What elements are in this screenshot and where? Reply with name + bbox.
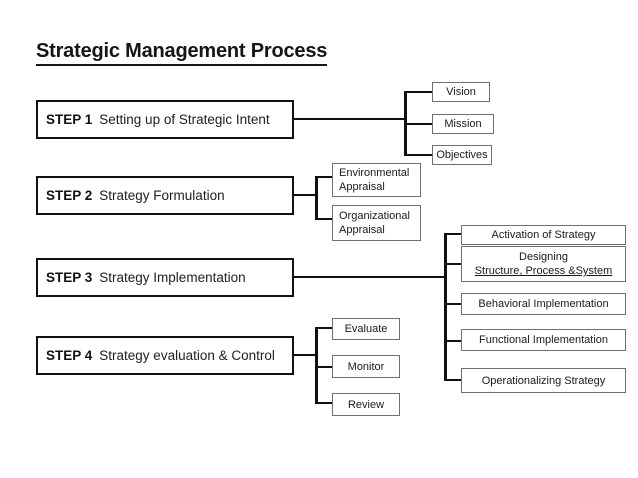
- connector-step4-spine: [315, 327, 318, 404]
- step-number-3: STEP 3: [46, 270, 93, 285]
- leaf-box-review[interactable]: Review: [332, 393, 400, 416]
- leaf-box-evaluate[interactable]: Evaluate: [332, 318, 400, 340]
- step-box-3[interactable]: STEP 3 Strategy Implementation: [36, 258, 294, 297]
- connector-step3-to-functional: [444, 340, 463, 343]
- step-label-1: Setting up of Strategic Intent: [99, 112, 270, 127]
- leaf-box-vision[interactable]: Vision: [432, 82, 490, 102]
- leaf-box-activation-of-strategy[interactable]: Activation of Strategy: [461, 225, 626, 245]
- leaf-box-objectives[interactable]: Objectives: [432, 145, 492, 165]
- connector-step2-trunk: [294, 194, 318, 197]
- connector-step2-to-environmental: [315, 176, 334, 179]
- leaf-line: Evaluate: [344, 323, 388, 335]
- leaf-line: Functional Implementation: [478, 334, 608, 346]
- leaf-line: Review: [347, 398, 385, 411]
- leaf-line: Behavioral Implementation: [478, 298, 609, 310]
- leaf-line: Organizational: [339, 210, 410, 222]
- step-number-4: STEP 4: [46, 348, 93, 363]
- leaf-line: Designing: [519, 251, 568, 263]
- connector-step1-to-objectives: [404, 154, 434, 157]
- leaf-line: Activation of Strategy: [491, 229, 596, 241]
- leaf-line: Objectives: [436, 149, 488, 161]
- leaf-line: Structure, Process &System: [474, 265, 613, 277]
- step-number-1: STEP 1: [46, 112, 93, 127]
- connector-step2-to-organizational: [315, 218, 334, 221]
- leaf-box-monitor[interactable]: Monitor: [332, 355, 400, 378]
- connector-step3-to-behavioral: [444, 303, 463, 306]
- leaf-line: Environmental: [339, 167, 410, 179]
- connector-step3-to-designing: [444, 263, 463, 266]
- connector-step3-spine: [444, 233, 447, 381]
- leaf-line: Mission: [444, 118, 482, 130]
- step-label-2: Strategy Formulation: [99, 188, 225, 203]
- leaf-box-functional-implementation[interactable]: Functional Implementation: [461, 329, 626, 351]
- leaf-box-mission[interactable]: Mission: [432, 114, 494, 134]
- step-box-4[interactable]: STEP 4 Strategy evaluation & Control: [36, 336, 294, 375]
- connector-step3-to-operationalizing: [444, 379, 463, 382]
- connector-step4-to-review: [315, 402, 334, 405]
- leaf-box-organizational-appraisal[interactable]: Organizational Appraisal: [332, 205, 421, 241]
- step-number-2: STEP 2: [46, 188, 93, 203]
- step-label-4: Strategy evaluation & Control: [99, 348, 275, 363]
- connector-step3-trunk: [294, 276, 446, 279]
- connector-step2-spine: [315, 176, 318, 220]
- leaf-line: Appraisal: [339, 181, 385, 193]
- leaf-box-behavioral-implementation[interactable]: Behavioral Implementation: [461, 293, 626, 315]
- leaf-line: Monitor: [347, 360, 385, 373]
- connector-step1-trunk: [294, 118, 406, 121]
- leaf-line: Appraisal: [339, 224, 385, 236]
- connector-step4-trunk: [294, 354, 318, 357]
- leaf-line: Vision: [446, 86, 476, 98]
- connector-step3-to-activation: [444, 233, 463, 236]
- leaf-line: Operationalizing Strategy: [481, 374, 606, 387]
- connector-step4-to-evaluate: [315, 327, 334, 330]
- page-title: Strategic Management Process: [36, 40, 327, 66]
- step-box-2[interactable]: STEP 2 Strategy Formulation: [36, 176, 294, 215]
- connector-step1-to-vision: [404, 91, 434, 94]
- leaf-box-environmental-appraisal[interactable]: Environmental Appraisal: [332, 163, 421, 197]
- connector-step4-to-monitor: [315, 366, 334, 369]
- leaf-box-operationalizing-strategy[interactable]: Operationalizing Strategy: [461, 368, 626, 393]
- step-label-3: Strategy Implementation: [99, 270, 246, 285]
- step-box-1[interactable]: STEP 1 Setting up of Strategic Intent: [36, 100, 294, 139]
- connector-step1-to-mission: [404, 123, 434, 126]
- leaf-box-designing-structure[interactable]: Designing Structure, Process &System: [461, 246, 626, 282]
